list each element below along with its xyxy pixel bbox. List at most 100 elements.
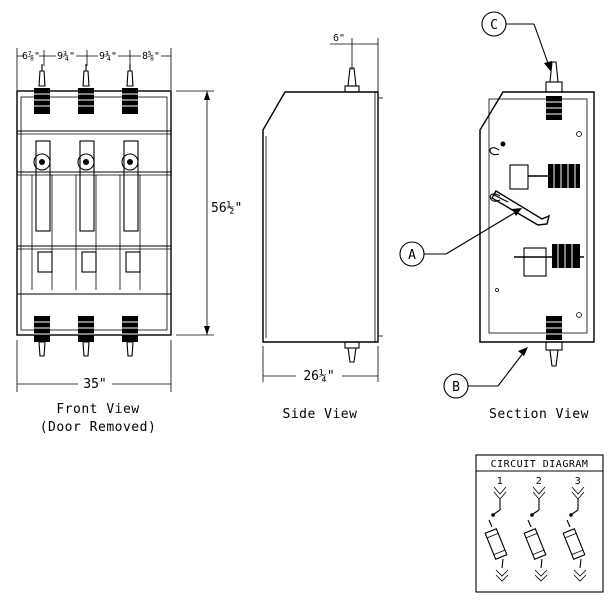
fuse-body (484, 528, 508, 560)
contact (569, 513, 573, 517)
bushing-bottom (126, 341, 134, 357)
side-bushing-base (344, 341, 360, 349)
front-phase-2 (75, 64, 97, 357)
side-cabinet-outline (262, 91, 379, 343)
pivot (500, 141, 506, 147)
switch-blade (532, 509, 540, 515)
operator-hub (33, 153, 51, 171)
hub-center (127, 159, 133, 165)
front-dim-label-1: 6⅞" (22, 50, 40, 62)
callout-a-leader (445, 211, 517, 255)
lower-contact (37, 251, 53, 273)
phase-number: 1 (497, 476, 504, 487)
section-bushing-base (545, 81, 563, 93)
fuse-body (562, 528, 586, 560)
wire (566, 519, 571, 528)
wire (527, 519, 532, 528)
terminal-symbol (534, 569, 548, 582)
phase-number: 3 (575, 476, 582, 487)
bolt (576, 312, 582, 318)
operator-hub (121, 153, 139, 171)
fuse-cap (564, 533, 577, 539)
handle-grip (493, 194, 509, 203)
section-upper-mount (509, 164, 529, 190)
fuse-holder (79, 140, 95, 232)
front-view: 6⅞" 9¾" 9¾" 8⅝" (16, 48, 242, 435)
insulator-top (78, 88, 94, 114)
circuit-diagram-frame (475, 454, 604, 593)
arrowhead (544, 61, 552, 72)
bolt (495, 288, 499, 292)
circuit-diagram: CIRCUIT DIAGRAM 1 2 (475, 454, 604, 593)
section-inner-frame (488, 98, 588, 334)
label-mask (296, 370, 342, 382)
callout-b-leader (533, 23, 550, 67)
side-bushing-bottom (347, 347, 357, 363)
fuse-symbol (484, 528, 508, 560)
front-dim-label-2: 9¾" (57, 50, 75, 62)
fuse-cap (532, 549, 545, 555)
bushing-top (38, 70, 46, 87)
insulator-bottom (34, 316, 50, 342)
wire (488, 519, 493, 528)
section-cabinet-outline (479, 91, 595, 343)
switch-blade (571, 509, 579, 515)
arrowhead (518, 347, 528, 356)
callout-b-label: C (490, 18, 498, 33)
fuse-holder (123, 140, 139, 232)
insulator-top (34, 88, 50, 114)
side-view: 6" 26¼" Side View (262, 33, 383, 422)
insulator-bottom (78, 316, 94, 342)
section-view: C A B Section View (399, 11, 595, 422)
section-lower-mount (523, 247, 547, 277)
label-mask (98, 51, 118, 61)
insulator-top (122, 88, 138, 114)
terminal-symbol (495, 569, 509, 582)
section-bushing-base (545, 341, 563, 351)
front-dim-label-3: 9¾" (99, 50, 117, 62)
bushing-top (82, 70, 90, 87)
section-bushing-bottom (549, 349, 559, 367)
side-dim-depth-label: 26¼" (303, 369, 334, 384)
switch-blade (493, 509, 501, 515)
side-bushing-base (344, 85, 360, 93)
callout-c-leader (497, 351, 525, 387)
lower-contact (125, 251, 141, 273)
bushing-top (126, 70, 134, 87)
circuit-phase-3: 3 (562, 476, 587, 582)
hub-center (39, 159, 45, 165)
bushing-bottom (38, 341, 46, 357)
lower-contact (81, 251, 97, 273)
phase-number: 2 (536, 476, 543, 487)
section-operating-handle (491, 190, 551, 226)
bolt (576, 131, 582, 137)
section-lower-insulator (552, 244, 580, 268)
callout-c-label: B (452, 380, 460, 395)
label-mask (78, 378, 112, 390)
front-view-caption: Front View (56, 402, 139, 417)
contact (491, 513, 495, 517)
circuit-phase-1: 1 (484, 476, 509, 582)
terminal-symbol (493, 486, 507, 500)
wire (540, 558, 543, 569)
wire (579, 558, 582, 569)
arrowhead (204, 91, 210, 100)
terminal-symbol (573, 569, 587, 582)
wire (501, 558, 504, 569)
circuit-phase-2: 2 (523, 476, 548, 582)
front-phase-1 (31, 64, 53, 357)
contact (530, 513, 534, 517)
operator-hub (77, 153, 95, 171)
front-dim-height-label: 56½" (211, 201, 242, 216)
arrowhead (204, 326, 210, 335)
fuse-holder (35, 140, 51, 232)
front-phase-3 (119, 64, 141, 357)
label-mask (141, 51, 161, 61)
side-dim-top-label: 6" (333, 33, 345, 44)
callout-a-label: A (408, 248, 416, 263)
terminal-symbol (571, 486, 585, 500)
front-view-caption-sub: (Door Removed) (40, 420, 157, 435)
circuit-diagram-title: CIRCUIT DIAGRAM (491, 459, 589, 470)
